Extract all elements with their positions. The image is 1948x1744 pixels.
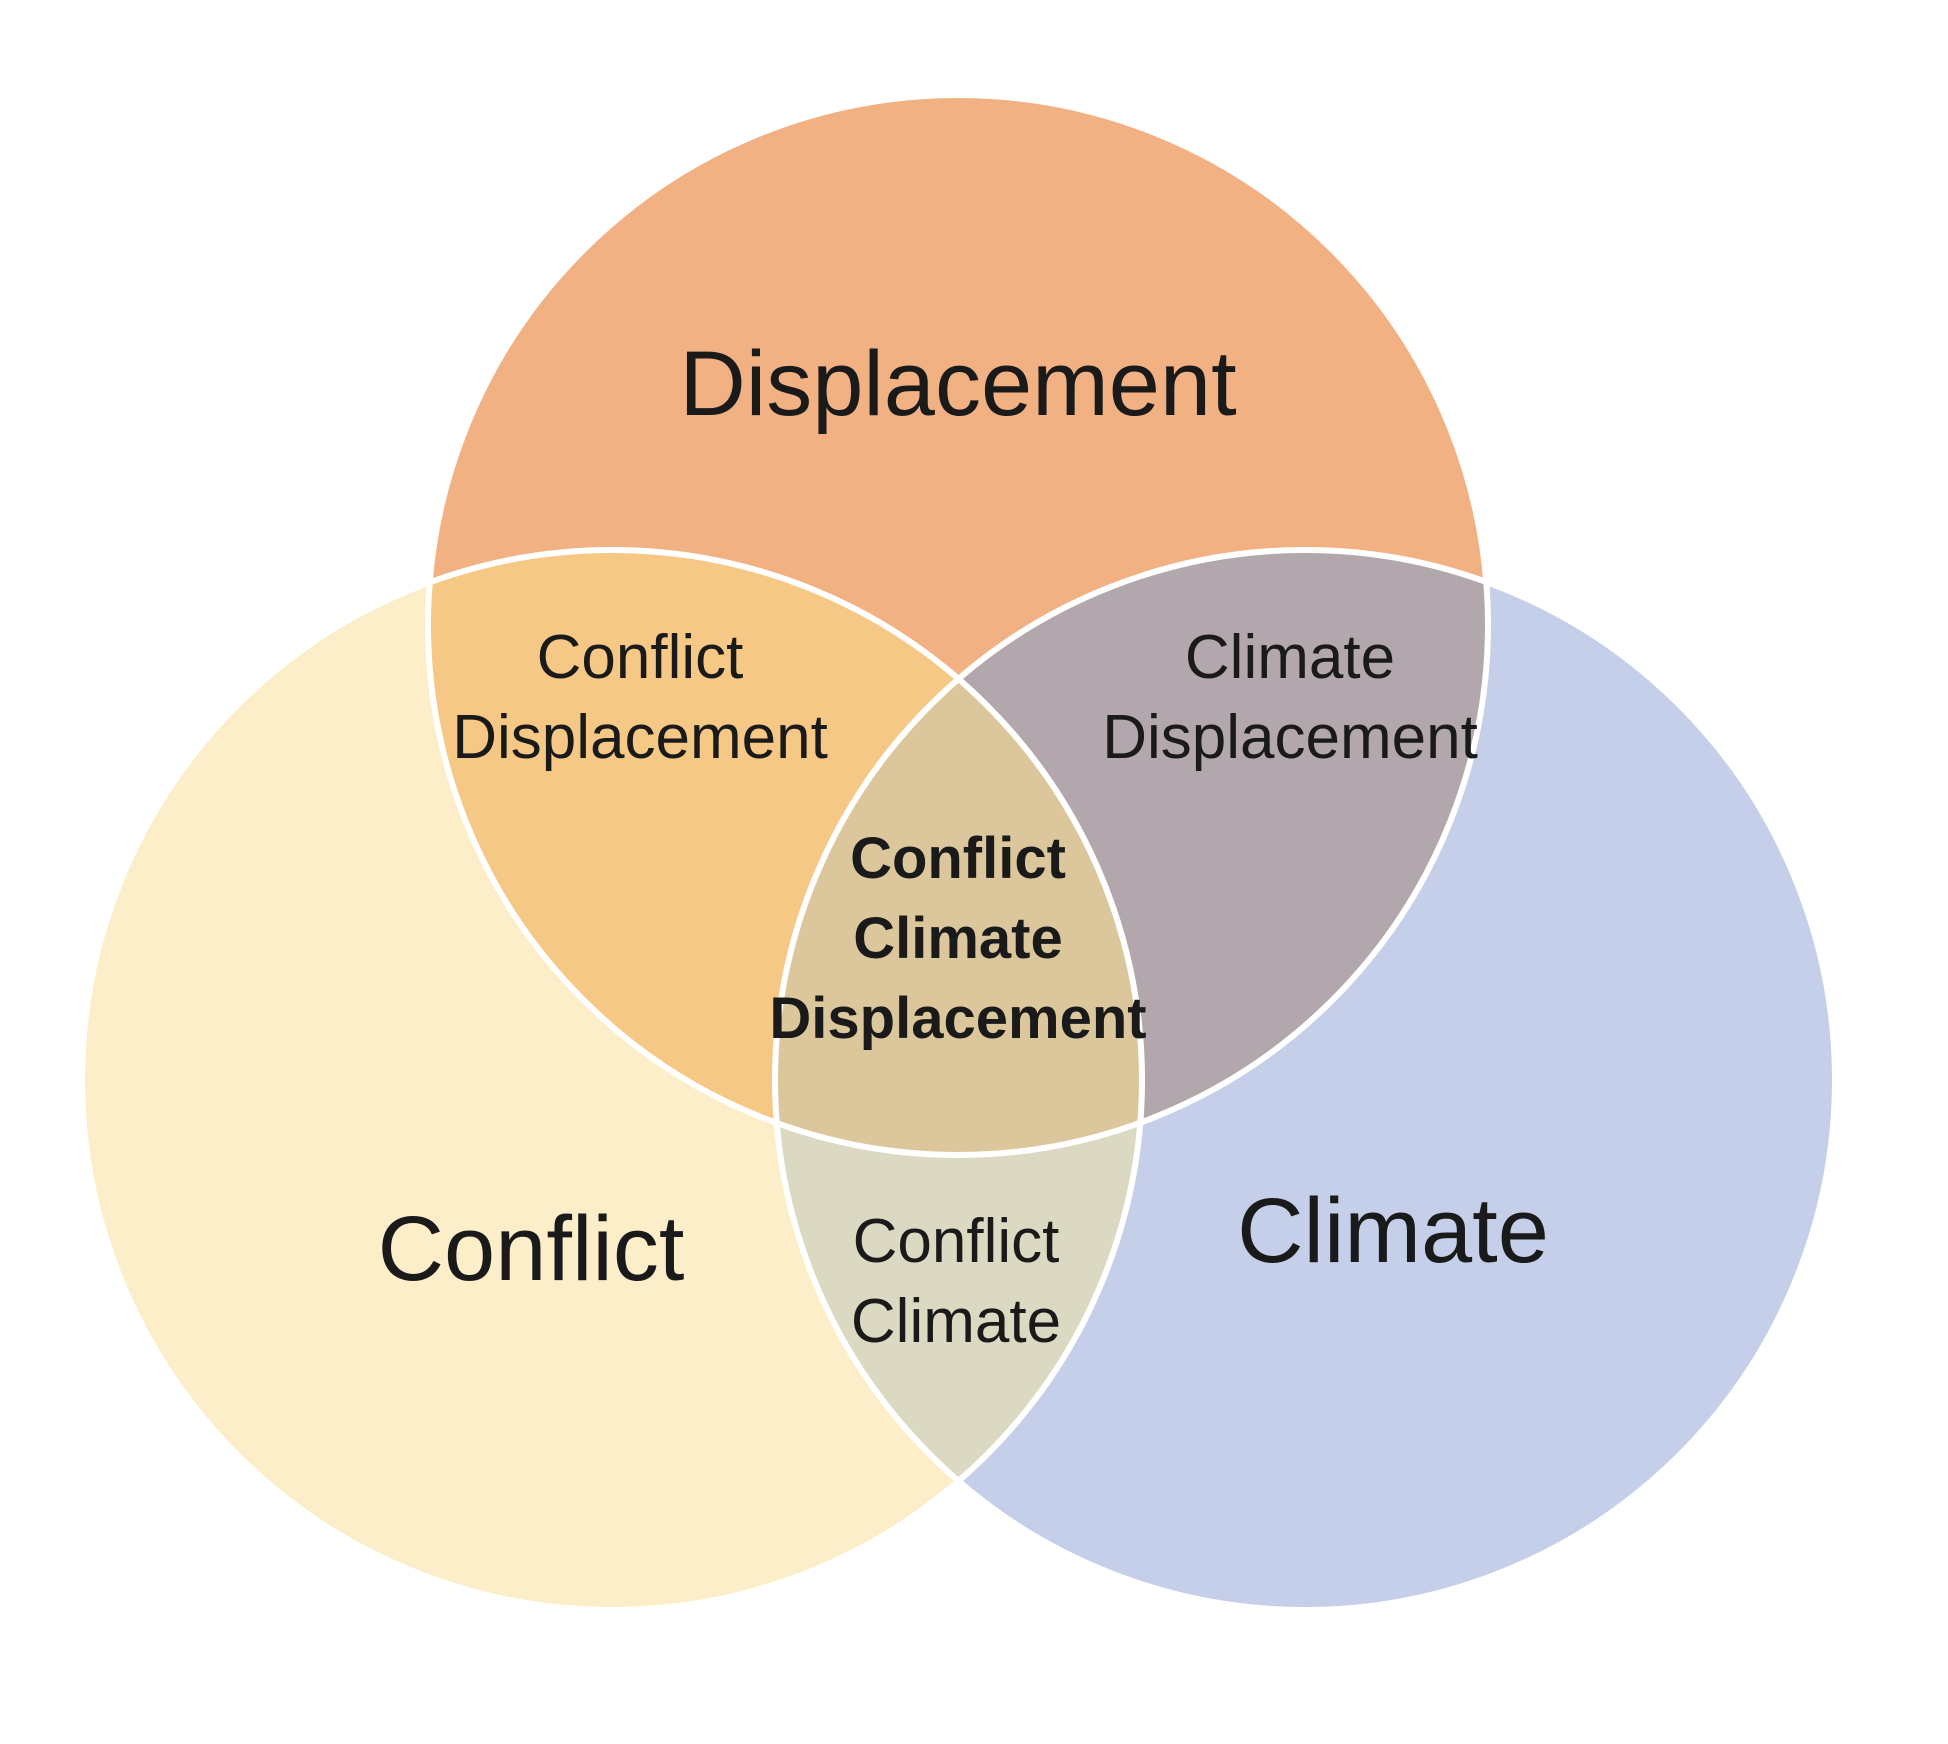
center-label-line1: Conflict: [850, 826, 1066, 891]
climate-displacement-label-line2: Displacement: [1102, 703, 1478, 772]
displacement-circle-outline: [425, 92, 1491, 1158]
conflict-label: Conflict: [378, 1198, 685, 1300]
conflict-climate-label-line2: Climate: [851, 1287, 1061, 1356]
climate-label: Climate: [1237, 1180, 1549, 1282]
center-label-line3: Displacement: [769, 986, 1146, 1051]
conflict-displacement-label-line2: Displacement: [452, 703, 828, 772]
conflict-circle-outline: [79, 547, 1145, 1613]
climate-displacement-label-line1: Climate: [1185, 623, 1395, 692]
climate-circle-outline: [772, 547, 1838, 1613]
center-label-line2: Climate: [853, 906, 1063, 971]
displacement-label: Displacement: [679, 333, 1236, 435]
center-overlap-region: [775, 550, 1142, 1155]
conflict-displacement-label-line1: Conflict: [537, 623, 744, 692]
conflict-climate-label-line1: Conflict: [853, 1207, 1060, 1276]
